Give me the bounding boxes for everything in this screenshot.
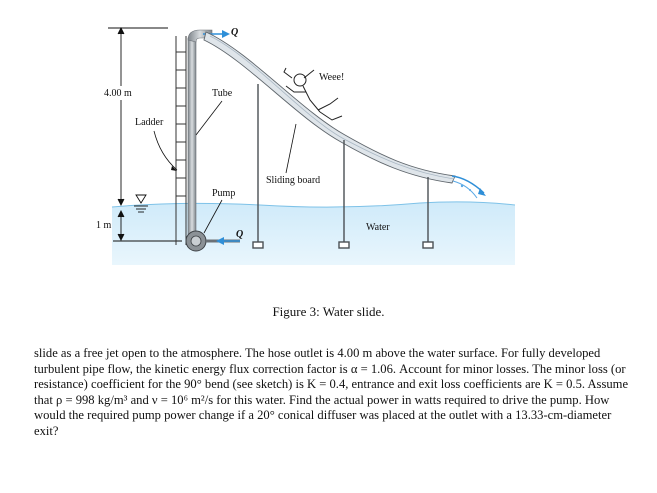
free-jet <box>451 175 486 199</box>
depth-dimension <box>113 209 182 242</box>
sliding-board <box>203 31 456 184</box>
weee-label: Weee! <box>319 72 344 83</box>
ladder-leader <box>153 130 178 171</box>
person-sliding <box>283 67 343 121</box>
depth-label: 1 m <box>96 220 112 231</box>
ladder <box>175 36 187 245</box>
sliding-board-label: Sliding board <box>266 175 320 186</box>
water-label: Water <box>366 222 390 233</box>
q-top-label: Q <box>231 27 238 38</box>
pool-water <box>111 201 516 265</box>
tube-leader <box>195 100 223 136</box>
problem-paragraph: slide as a free jet open to the atmosphe… <box>34 346 629 438</box>
water-surface-symbol <box>134 194 148 213</box>
pump-label: Pump <box>212 188 235 199</box>
height-label: 4.00 m <box>104 88 132 99</box>
water-slide-figure: 4.00 m 1 m Ladder Tube <box>96 26 516 265</box>
board-leader <box>285 123 297 174</box>
q-bottom-label: Q <box>236 229 243 240</box>
figure-caption: Figure 3: Water slide. <box>272 304 385 319</box>
bottom-flow-arrow <box>216 237 240 245</box>
tube-label: Tube <box>212 88 233 99</box>
ladder-label: Ladder <box>135 117 164 128</box>
height-dimension <box>108 26 168 207</box>
slide-supports <box>252 84 434 249</box>
pump-leader <box>203 199 223 234</box>
ladder-leader-arrow <box>171 166 177 171</box>
